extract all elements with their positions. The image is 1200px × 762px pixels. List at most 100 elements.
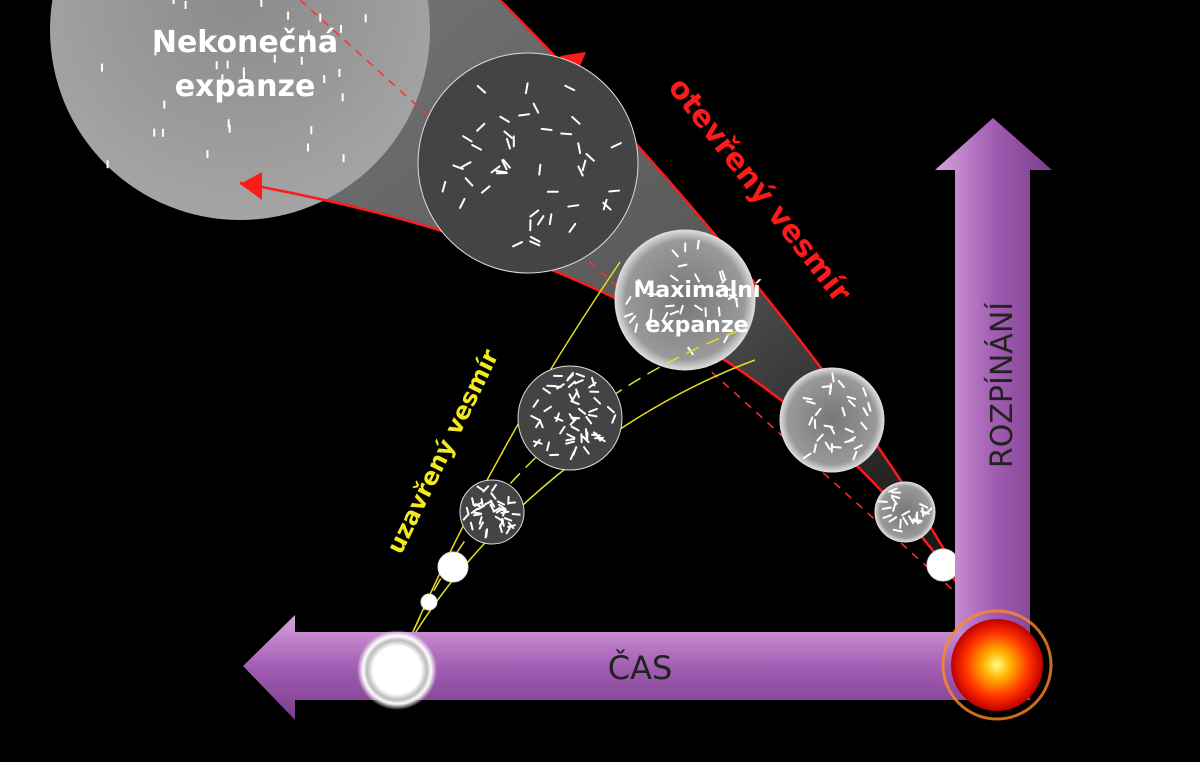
galaxy-mark xyxy=(677,263,688,268)
galaxy-mark xyxy=(492,507,501,513)
galaxy-mark xyxy=(568,393,575,403)
galaxy-mark xyxy=(575,388,580,399)
galaxy-mark xyxy=(452,164,464,170)
galaxy-mark xyxy=(581,159,587,172)
max-expansion-label-2: expanze xyxy=(645,313,748,338)
galaxy-mark xyxy=(892,528,903,533)
galaxy-mark xyxy=(824,441,831,451)
galaxy-mark xyxy=(538,163,542,176)
universe-bubble xyxy=(420,593,438,611)
galaxy-mark xyxy=(862,407,869,417)
galaxy-mark xyxy=(559,425,566,435)
galaxy-mark xyxy=(831,445,842,449)
galaxy-mark xyxy=(501,159,508,171)
galaxy-mark xyxy=(649,308,653,319)
galaxy-mark xyxy=(882,514,893,519)
galaxy-mark xyxy=(496,500,506,506)
galaxy-mark xyxy=(891,496,898,505)
galaxy-mark xyxy=(482,485,490,493)
closed-universe-left-curve xyxy=(404,261,621,651)
galaxy-mark xyxy=(507,501,517,505)
galaxy-mark xyxy=(908,515,915,525)
galaxy-mark xyxy=(588,407,598,413)
galaxy-mark xyxy=(491,483,498,492)
galaxy-mark xyxy=(588,381,597,389)
galaxy-mark xyxy=(499,507,508,513)
galaxy-mark xyxy=(476,84,487,94)
galaxy-mark xyxy=(560,132,573,136)
big-bang-core xyxy=(951,619,1043,711)
galaxy-mark xyxy=(524,82,529,95)
time-axis-arrow xyxy=(243,615,1030,720)
galaxy-mark xyxy=(469,521,474,531)
galaxy-mark xyxy=(535,419,542,429)
galaxy-mark xyxy=(717,306,721,317)
galaxy-mark xyxy=(529,235,541,243)
galaxy-mark xyxy=(567,204,580,208)
galaxy-mark xyxy=(846,395,857,400)
closed-universe-center-dash xyxy=(404,329,741,651)
expansion-axis-arrow xyxy=(935,118,1052,700)
galaxy-mark xyxy=(662,311,669,321)
galaxy-mark xyxy=(696,239,700,250)
galaxy-mark xyxy=(645,316,653,326)
galaxy-mark xyxy=(867,401,872,412)
galaxy-mark xyxy=(490,165,501,174)
galaxy-mark xyxy=(637,278,643,289)
galaxy-mark xyxy=(462,513,470,521)
infinite-expansion-label: Nekonečná xyxy=(152,25,338,60)
galaxy-mark xyxy=(470,507,479,514)
galaxy-mark xyxy=(912,518,923,523)
galaxy-mark xyxy=(566,433,576,439)
galaxy-mark xyxy=(679,304,684,315)
galaxy-mark xyxy=(518,113,531,117)
galaxy-mark xyxy=(862,387,868,397)
closed-universe-right-curve xyxy=(404,359,756,651)
galaxy-mark xyxy=(565,440,575,445)
galaxy-mark xyxy=(847,399,856,408)
galaxy-mark xyxy=(459,197,466,209)
galaxy-mark xyxy=(888,516,898,523)
galaxy-mark xyxy=(568,222,577,233)
galaxy-mark xyxy=(471,144,483,151)
galaxy-mark xyxy=(498,524,503,534)
galaxy-mark xyxy=(821,385,832,388)
galaxy-mark xyxy=(471,497,475,507)
galaxy-mark xyxy=(546,441,551,452)
galaxy-mark xyxy=(540,127,553,132)
galaxy-mark xyxy=(911,519,921,524)
galaxy-mark xyxy=(529,240,541,247)
galaxy-mark xyxy=(606,406,615,414)
galaxy-mark xyxy=(669,274,679,282)
galaxy-mark xyxy=(512,241,524,248)
galaxy-mark xyxy=(536,215,545,226)
galaxy-mark xyxy=(844,427,855,434)
galaxy-mark xyxy=(460,161,472,169)
big-crunch-icon xyxy=(357,630,437,710)
galaxy-mark xyxy=(441,180,447,193)
galaxy-mark xyxy=(841,406,846,417)
big-bang-icon xyxy=(941,609,1053,721)
galaxy-mark xyxy=(647,292,658,296)
galaxy-mark xyxy=(816,433,824,442)
galaxy-mark xyxy=(837,379,845,389)
galaxy-mark xyxy=(610,142,622,149)
galaxy-mark xyxy=(669,310,680,316)
galaxy-mark xyxy=(829,382,832,393)
galaxy-mark xyxy=(831,372,835,383)
galaxy-mark xyxy=(608,189,621,193)
galaxy-mark xyxy=(628,315,637,324)
galaxy-mark xyxy=(505,526,512,535)
galaxy-mark xyxy=(480,185,491,194)
galaxy-mark xyxy=(899,518,902,529)
galaxy-mark xyxy=(802,396,813,401)
galaxy-mark xyxy=(664,304,675,308)
galaxy-mark xyxy=(511,513,521,516)
galaxy-mark xyxy=(611,414,617,424)
galaxy-mark xyxy=(902,516,909,526)
galaxy-mark xyxy=(901,510,911,517)
galaxy-mark xyxy=(494,515,503,522)
universe-bubble xyxy=(779,367,885,473)
